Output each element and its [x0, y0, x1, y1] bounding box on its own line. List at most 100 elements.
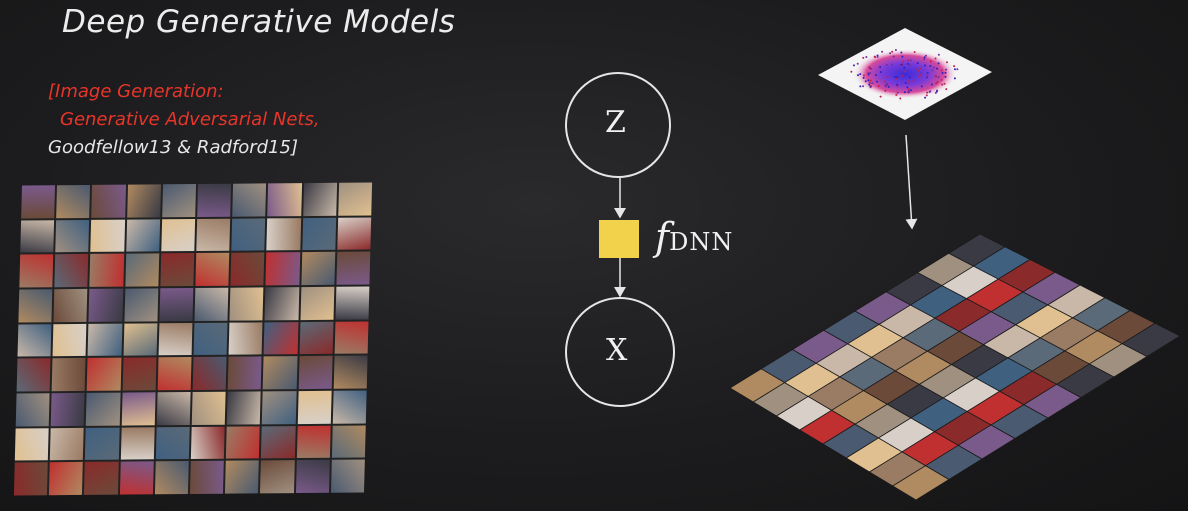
latent-sample-point [937, 53, 940, 56]
latent-sample-point [941, 83, 944, 86]
latent-sample-point [944, 71, 947, 74]
latent-sample-point [903, 91, 906, 94]
latent-sample-point [901, 55, 904, 58]
latent-sample-point [903, 66, 906, 69]
latent-sample-point [876, 55, 879, 58]
latent-sample-point [884, 89, 887, 92]
latent-sample-point [906, 59, 909, 62]
latent-sample-point [937, 76, 940, 79]
latent-sample-point [935, 82, 938, 85]
latent-sample-point [883, 80, 886, 83]
latent-sample-point [934, 91, 937, 94]
latent-sample-point [917, 69, 920, 72]
latent-sample-point [956, 68, 959, 71]
latent-sample-point [913, 50, 916, 53]
function-subscript: DNN [669, 228, 734, 256]
latent-sample-point [900, 63, 903, 66]
latent-sample-point [941, 71, 944, 74]
latent-sample-point [920, 85, 923, 88]
latent-sample-point [909, 64, 912, 67]
latent-sample-point [943, 82, 946, 85]
citation-line-1: Image Generation: [55, 81, 224, 102]
latent-sample-point [937, 62, 940, 65]
latent-sample-point [856, 62, 859, 65]
latent-sample-point [856, 74, 859, 77]
latent-sample-point [932, 66, 935, 69]
citation-bracket: [ [48, 81, 56, 102]
latent-sample-point [879, 70, 882, 73]
mapping-arrow [905, 134, 918, 230]
latent-sample-point [929, 90, 932, 93]
latent-sample-point [904, 81, 907, 84]
latent-sample-point [924, 54, 927, 57]
latent-node-label: Z [605, 105, 626, 140]
latent-sample-point [867, 79, 870, 82]
latent-sample-point [953, 65, 956, 68]
latent-sample-point [874, 56, 877, 59]
latent-sample-point [862, 76, 865, 79]
latent-sample-point [891, 50, 894, 53]
latent-sample-point [886, 83, 889, 86]
latent-sample-point [874, 74, 877, 77]
latent-sample-point [902, 60, 905, 63]
latent-sample-point [945, 68, 948, 71]
latent-sample-point [931, 69, 934, 72]
latent-sample-point [904, 70, 907, 73]
latent-sample-point [870, 85, 873, 88]
manifold-image-tile [1121, 322, 1181, 357]
latent-sample-point [889, 52, 892, 55]
latent-sample-point [907, 80, 910, 83]
latent-sample-point [944, 75, 947, 78]
latent-sample-point [935, 75, 938, 78]
latent-sample-point [868, 81, 871, 84]
latent-sample-point [876, 54, 879, 57]
latent-sample-point [901, 74, 904, 77]
latent-sample-point [869, 79, 872, 82]
latent-sample-point [865, 56, 868, 59]
latent-node-circle [565, 72, 671, 178]
latent-sample-point [899, 97, 902, 100]
latent-sample-point [935, 90, 938, 93]
latent-sample-point [896, 70, 899, 73]
latent-sample-points [850, 48, 959, 100]
latent-sample-point [907, 62, 910, 65]
latent-sample-point [896, 76, 899, 79]
latent-sample-point [852, 64, 855, 67]
latent-sample-point [879, 95, 882, 98]
latent-sample-point [900, 51, 903, 54]
latent-sample-point [915, 68, 918, 71]
latent-sample-point [879, 66, 882, 69]
output-node-circle [565, 297, 675, 407]
latent-sample-point [907, 90, 910, 93]
latent-sample-point [916, 62, 919, 65]
latent-sample-point [908, 76, 911, 79]
latent-sample-point [945, 88, 948, 91]
latent-sample-point [862, 85, 865, 88]
latent-sample-point [896, 91, 899, 94]
latent-sample-point [931, 83, 934, 86]
latent-sample-point [859, 85, 862, 88]
latent-sample-point [929, 65, 932, 68]
latent-sample-point [896, 83, 899, 86]
latent-sample-point [918, 76, 921, 79]
function-label: fDNN [655, 215, 733, 259]
latent-sample-point [923, 58, 926, 61]
latent-sample-point [850, 70, 853, 73]
latent-sample-point [867, 73, 870, 76]
latent-sample-point [924, 64, 927, 67]
latent-sample-point [936, 67, 939, 70]
citation-line-3: Goodfellow13 & Radford15] [48, 137, 298, 158]
latent-sample-point [907, 88, 910, 91]
function-box [599, 220, 639, 258]
citation-line-2: Generative Adversarial Nets, [60, 109, 320, 130]
latent-sample-point [862, 56, 865, 59]
latent-sample-point [871, 82, 874, 85]
latent-sample-point [906, 86, 909, 89]
latent-sample-point [894, 48, 897, 51]
latent-sample-point [924, 96, 927, 99]
citation: [Image Generation: Generative Adversaria… [48, 78, 408, 162]
latent-sample-point [926, 91, 929, 94]
latent-sample-point [945, 61, 948, 64]
latent-sample-point [869, 71, 872, 74]
